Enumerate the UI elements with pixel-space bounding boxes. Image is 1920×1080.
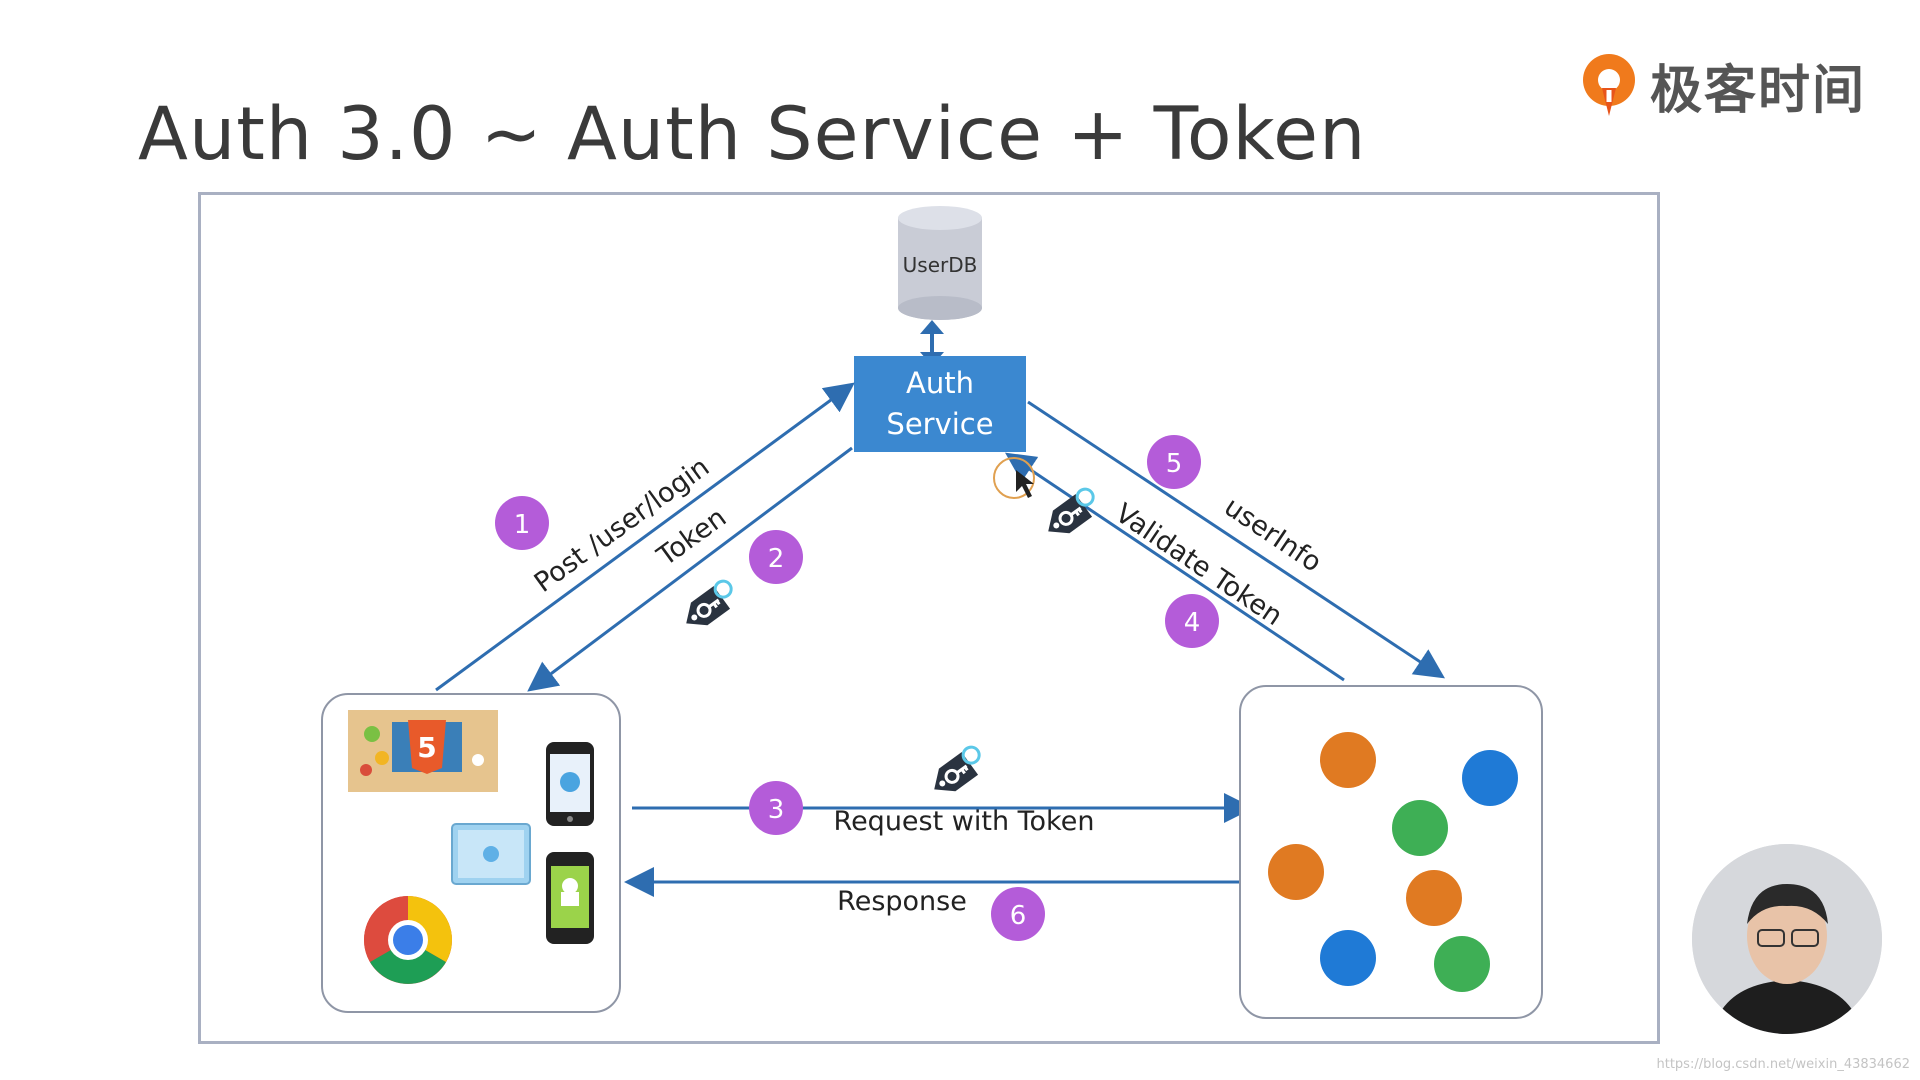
token-key-icon-validate — [1038, 487, 1095, 545]
geektime-logo: 极客时间 — [1578, 50, 1867, 121]
service-node — [1462, 750, 1518, 806]
step2-badge: 2 — [749, 530, 803, 584]
slide-title: Auth 3.0 ~ Auth Service + Token — [138, 92, 1367, 177]
arrow-token — [527, 446, 853, 692]
arrow-userinfo — [1027, 400, 1446, 679]
logo-text: 极客时间 — [1650, 60, 1867, 121]
step6-number: 6 — [1010, 901, 1027, 931]
iphone-icon — [546, 742, 594, 826]
presenter-avatar — [1692, 844, 1882, 1034]
userdb-label: UserDB — [903, 253, 978, 277]
html5-icon: 5 — [348, 710, 498, 792]
step4-number: 4 — [1184, 608, 1201, 638]
service-node — [1406, 870, 1462, 926]
client-box: 5 — [321, 693, 621, 1013]
service-node — [1320, 732, 1376, 788]
watermark: https://blog.csdn.net/weixin_43834662 — [1656, 1057, 1910, 1072]
step3-number: 3 — [768, 795, 785, 825]
service-node — [1434, 936, 1490, 992]
arrow-login — [435, 382, 855, 692]
html5-badge: 5 — [417, 731, 436, 764]
step4-badge: 4 — [1165, 594, 1219, 648]
step5-badge: 5 — [1147, 435, 1201, 489]
service-node — [1392, 800, 1448, 856]
step3-label: Request with Token — [834, 806, 1095, 837]
step6-label: Response — [837, 886, 967, 917]
arrow-validate — [1005, 452, 1345, 682]
service-node — [1268, 844, 1324, 900]
auth-service-label-line2: Service — [886, 407, 993, 441]
service-cluster-box — [1239, 685, 1543, 1019]
step5-number: 5 — [1166, 449, 1183, 479]
token-key-icon-login — [676, 579, 733, 637]
step1-badge: 1 — [495, 496, 549, 550]
token-key-icon-request — [924, 745, 981, 803]
geektime-logo-icon — [1583, 54, 1635, 116]
auth-service-label-line1: Auth — [906, 366, 974, 400]
step3-badge: 3 — [749, 781, 803, 835]
userdb-cylinder: UserDB — [898, 206, 982, 320]
diagram-frame — [198, 192, 1660, 1044]
step6-badge: 6 — [991, 887, 1045, 941]
step1-number: 1 — [514, 510, 531, 540]
auth-service-box: Auth Service — [854, 356, 1026, 452]
presenter-webcam — [1692, 844, 1882, 1034]
ipad-icon — [451, 823, 531, 885]
android-phone-icon — [546, 852, 594, 944]
step2-number: 2 — [768, 544, 785, 574]
chrome-icon — [364, 896, 452, 984]
service-node — [1320, 930, 1376, 986]
cursor-highlight — [993, 457, 1035, 499]
